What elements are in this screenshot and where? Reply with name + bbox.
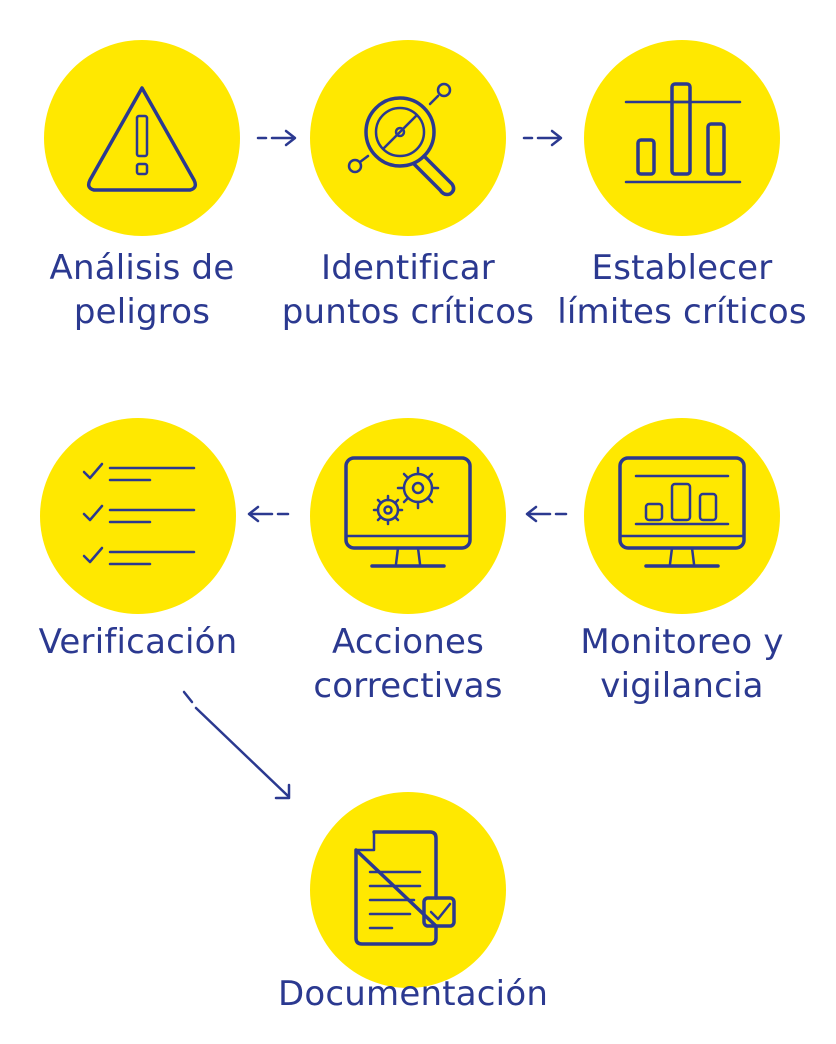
step-circle-identificar <box>310 40 506 236</box>
arrow-4-to-7 <box>182 690 291 800</box>
step-label-monitoreo: Monitoreo y vigilancia <box>580 622 784 706</box>
step-label-identificar: Identificar puntos críticos <box>281 248 535 332</box>
step-label-verificacion: Verificación <box>38 622 238 662</box>
magnifier-target-icon <box>347 82 456 197</box>
step-label-analisis: Análisis de peligros <box>49 248 235 332</box>
step-circle-documentacion <box>310 792 506 988</box>
arrow-6-to-5 <box>525 505 568 523</box>
arrow-1-to-2 <box>256 129 297 147</box>
document-check-icon <box>354 830 456 946</box>
step-circle-verificacion <box>40 418 236 614</box>
step-label-documentacion: Documentación <box>278 974 549 1014</box>
warning-triangle-icon <box>86 86 198 192</box>
step-label-establecer: Establecer límites críticos <box>557 248 807 332</box>
step-circle-establecer <box>584 40 780 236</box>
checklist-icon <box>82 462 196 566</box>
step-circle-analisis <box>44 40 240 236</box>
monitor-chart-icon <box>618 456 746 568</box>
small-gear-icon <box>372 494 404 526</box>
large-gear-icon <box>396 466 440 510</box>
arrow-2-to-3 <box>522 129 563 147</box>
step-label-acciones: Acciones correctivas <box>313 622 503 706</box>
bar-limits-icon <box>624 82 742 184</box>
arrow-5-to-4 <box>247 505 290 523</box>
monitor-gears-icon <box>344 456 472 568</box>
step-circle-monitoreo <box>584 418 780 614</box>
step-circle-acciones <box>310 418 506 614</box>
